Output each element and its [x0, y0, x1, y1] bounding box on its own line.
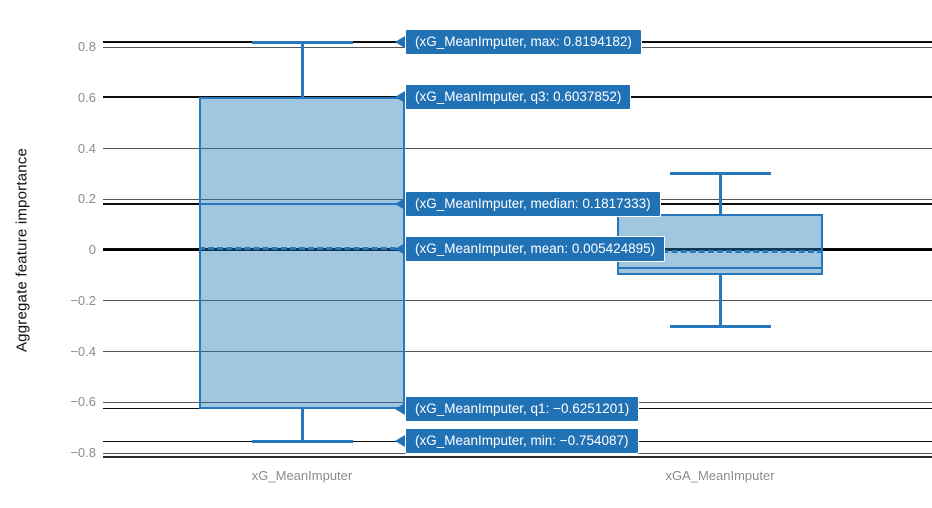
- y-tick-label: −0.2: [70, 292, 96, 308]
- tooltip-arrow-icon: [395, 242, 405, 255]
- whisker-line-lower[interactable]: [718, 275, 722, 327]
- hover-tooltip: (xG_MeanImputer, mean: 0.005424895): [395, 235, 666, 262]
- hover-tooltip: (xG_MeanImputer, q3: 0.6037852): [395, 83, 632, 110]
- gridline: [103, 351, 932, 352]
- y-tick-label: 0.8: [77, 39, 96, 54]
- tooltip-label: (xG_MeanImputer, median: 0.1817333): [405, 190, 661, 217]
- hover-tooltip: (xG_MeanImputer, max: 0.8194182): [395, 29, 642, 56]
- whisker-line-upper[interactable]: [718, 173, 722, 215]
- whisker-cap-min[interactable]: [251, 439, 353, 443]
- tooltip-label: (xG_MeanImputer, q3: 0.6037852): [405, 83, 632, 110]
- y-tick-label: 0: [88, 242, 96, 257]
- whisker-line-upper[interactable]: [300, 42, 304, 97]
- gridline: [103, 300, 932, 302]
- mean-line[interactable]: [199, 247, 405, 251]
- mean-line[interactable]: [617, 249, 823, 253]
- y-tick-label: 0.4: [77, 140, 96, 156]
- hover-tooltip: (xG_MeanImputer, median: 0.1817333): [395, 190, 661, 217]
- tooltip-label: (xG_MeanImputer, mean: 0.005424895): [405, 235, 666, 262]
- hover-tooltip: (xG_MeanImputer, q1: −0.6251201): [395, 395, 640, 422]
- x-axis-line: [103, 456, 932, 458]
- y-tick-label: −0.8: [70, 445, 96, 460]
- x-axis-label: xGA_MeanImputer: [665, 468, 775, 483]
- y-axis-title: Aggregate feature importance: [13, 147, 31, 353]
- tooltip-label: (xG_MeanImputer, q1: −0.6251201): [405, 395, 640, 422]
- x-axis-label: xG_MeanImputer: [251, 468, 353, 483]
- y-tick-label: 0.2: [77, 191, 96, 207]
- tooltip-arrow-icon: [395, 90, 405, 103]
- box-rect[interactable]: [199, 96, 405, 409]
- y-tick-label: 0.6: [77, 89, 96, 105]
- tooltip-arrow-icon: [395, 36, 405, 49]
- whisker-line-lower[interactable]: [300, 408, 304, 442]
- tooltip-label: (xG_MeanImputer, min: −0.754087): [405, 428, 639, 455]
- tooltip-arrow-icon: [395, 402, 405, 415]
- tooltip-arrow-icon: [395, 435, 405, 448]
- y-tick-label: −0.4: [70, 343, 96, 359]
- tooltip-arrow-icon: [395, 197, 405, 210]
- median-line[interactable]: [617, 266, 823, 269]
- median-line[interactable]: [199, 202, 405, 206]
- y-tick-label: −0.6: [70, 394, 96, 410]
- hover-tooltip: (xG_MeanImputer, min: −0.754087): [395, 428, 639, 455]
- whisker-cap-min[interactable]: [669, 324, 771, 328]
- gridline: [103, 148, 932, 149]
- tooltip-label: (xG_MeanImputer, max: 0.8194182): [405, 29, 642, 56]
